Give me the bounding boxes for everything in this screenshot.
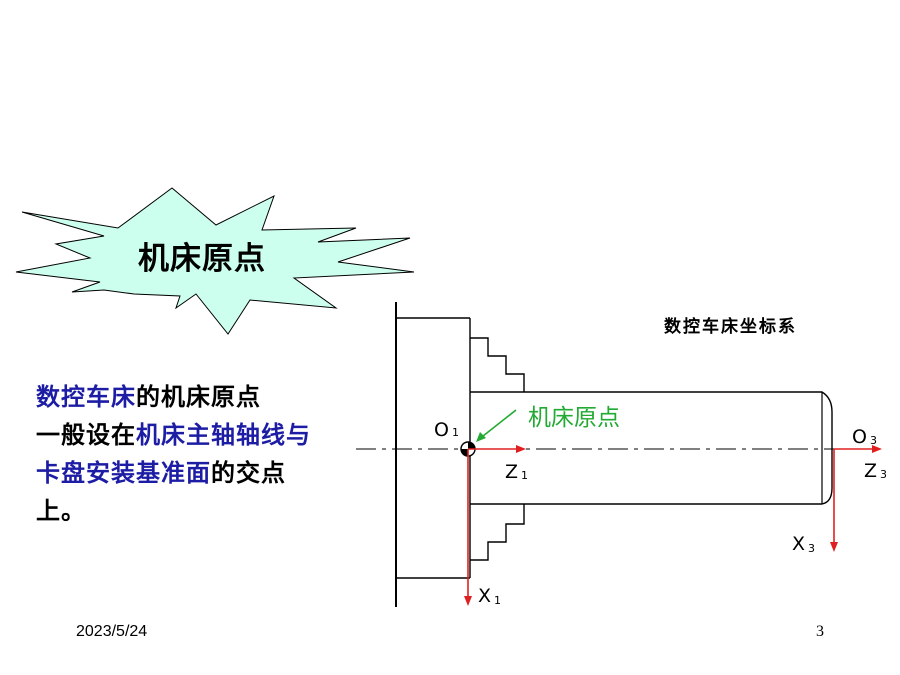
o1-label: O [434,419,449,441]
starburst-polygon [15,187,415,335]
o1-label-sub: 1 [452,426,459,439]
chuck-jaw-bottom [470,504,525,561]
footer-date: 2023/5/24 [76,623,148,640]
body-term-cnc-lathe: 数控车床 [36,383,136,411]
origin-annotation-arrow [476,432,486,442]
z1-axis-arrow [516,445,526,453]
body-text-3: 的交点上。 [36,459,286,525]
footer-page-number: 3 [816,623,824,640]
z1-label-sub: 1 [521,469,528,482]
chuck-jaw-top [470,337,525,392]
body-text-2: 一般设在 [36,421,136,449]
x3-axis-arrow [830,542,838,552]
z3-label: Z [864,460,877,482]
diagram-title: 数控车床坐标系 [664,316,797,337]
x3-label-sub: 3 [808,542,815,555]
workpiece-outline [470,391,833,505]
body-paragraph: 数控车床的机床原点 一般设在机床主轴轴线与卡盘安装基准面的交点上。 [36,378,316,530]
o3-label: O [852,426,867,448]
z3-axis-arrow [872,445,882,453]
origin-annotation-label: 机床原点 [528,405,620,431]
burst-title: 机床原点 [138,241,266,277]
x1-label-sub: 1 [494,594,501,607]
origin-annotation-leader [477,409,517,441]
z3-label-sub: 3 [880,468,887,481]
x3-label: X [792,533,805,555]
body-text-1: 的机床原点 [136,383,261,411]
origin-marker-fill-a [468,442,475,449]
body-term-axis: 机床主轴轴线与卡盘安装基准面 [36,421,311,487]
x1-label: X [478,585,491,607]
origin-marker-fill-b [461,449,468,456]
z1-label: Z [505,461,518,483]
x1-axis-arrow [464,596,472,606]
o3-label-sub: 3 [870,434,877,447]
